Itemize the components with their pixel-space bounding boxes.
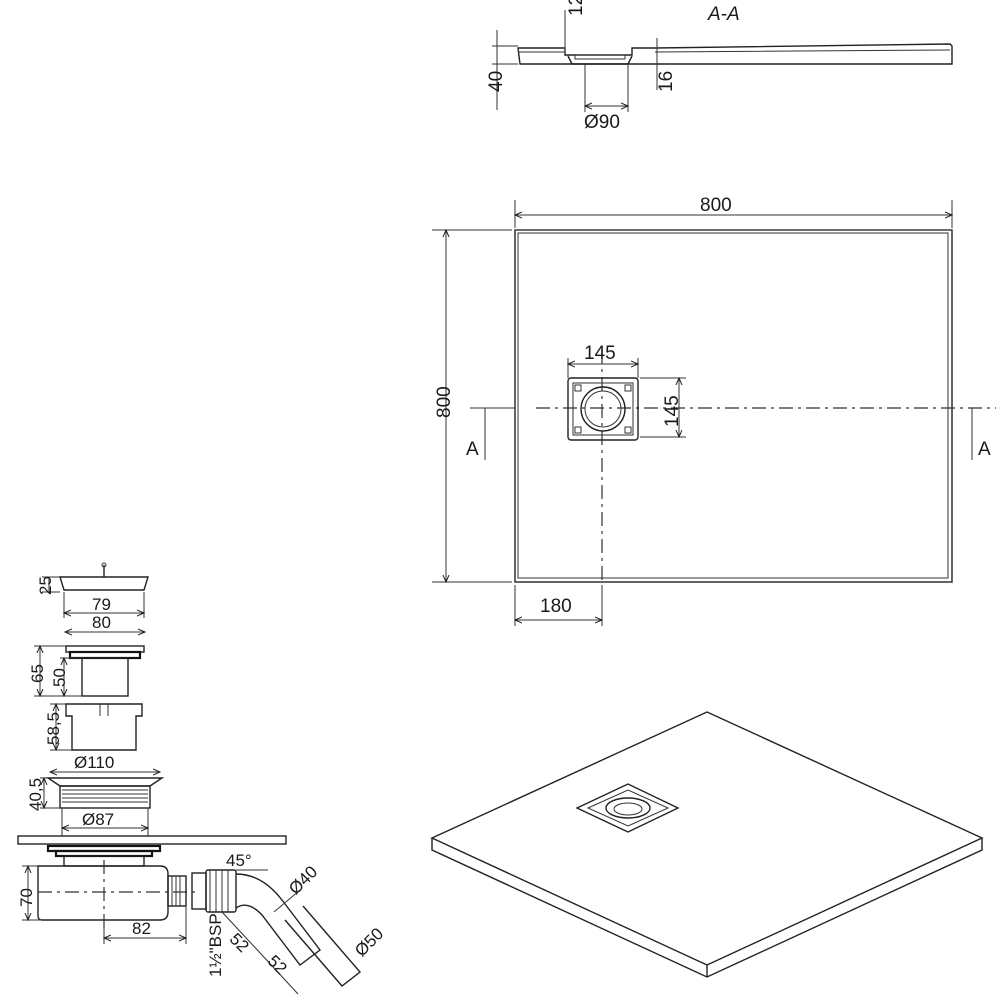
section-title: A-A xyxy=(707,4,740,25)
dim-50-label: 50 xyxy=(50,668,69,687)
plan-height-label: 800 xyxy=(434,386,455,418)
dim-d50-label: Ø50 xyxy=(351,924,387,960)
plan-view: 800 800 145 145 180 A xyxy=(432,195,996,626)
dim-40-label: 40 xyxy=(486,71,507,92)
dim-52b-label: 52 xyxy=(264,951,291,978)
dim-405-label: 40,5 xyxy=(26,778,45,811)
dim-12-label: 12 xyxy=(566,0,587,16)
dim-585-label: 58,5 xyxy=(44,712,63,745)
dim-52a-label: 52 xyxy=(226,929,253,956)
dim-d90-label: Ø90 xyxy=(584,112,620,133)
dim-bsp-label: 1½"BSP xyxy=(206,913,225,977)
dim-79-label: 79 xyxy=(92,595,111,614)
dim-d110-label: Ø110 xyxy=(74,753,114,772)
drain-offset-label: 180 xyxy=(540,596,572,617)
cut-marker-left: A xyxy=(466,439,479,460)
plan-width-label: 800 xyxy=(700,195,732,216)
dim-65-label: 65 xyxy=(28,664,47,683)
dim-25-label: 25 xyxy=(36,576,55,595)
dim-70-label: 70 xyxy=(17,888,36,907)
dim-45-label: 45° xyxy=(226,851,252,870)
parts-view: 25 79 80 65 50 58,5 Ø110 40,5 xyxy=(17,562,387,995)
dim-82-label: 82 xyxy=(132,919,151,938)
drain-height-label: 145 xyxy=(662,395,683,427)
dim-16-label: 16 xyxy=(656,71,677,92)
drain-width-label: 145 xyxy=(584,343,616,364)
dim-80-label: 80 xyxy=(92,613,111,632)
isometric-view xyxy=(430,711,984,978)
dim-d87-label: Ø87 xyxy=(82,810,114,829)
section-view: A-A 40 12 16 Ø90 xyxy=(486,0,953,133)
dim-d40-label: Ø40 xyxy=(285,862,321,898)
cut-marker-right: A xyxy=(978,439,991,460)
